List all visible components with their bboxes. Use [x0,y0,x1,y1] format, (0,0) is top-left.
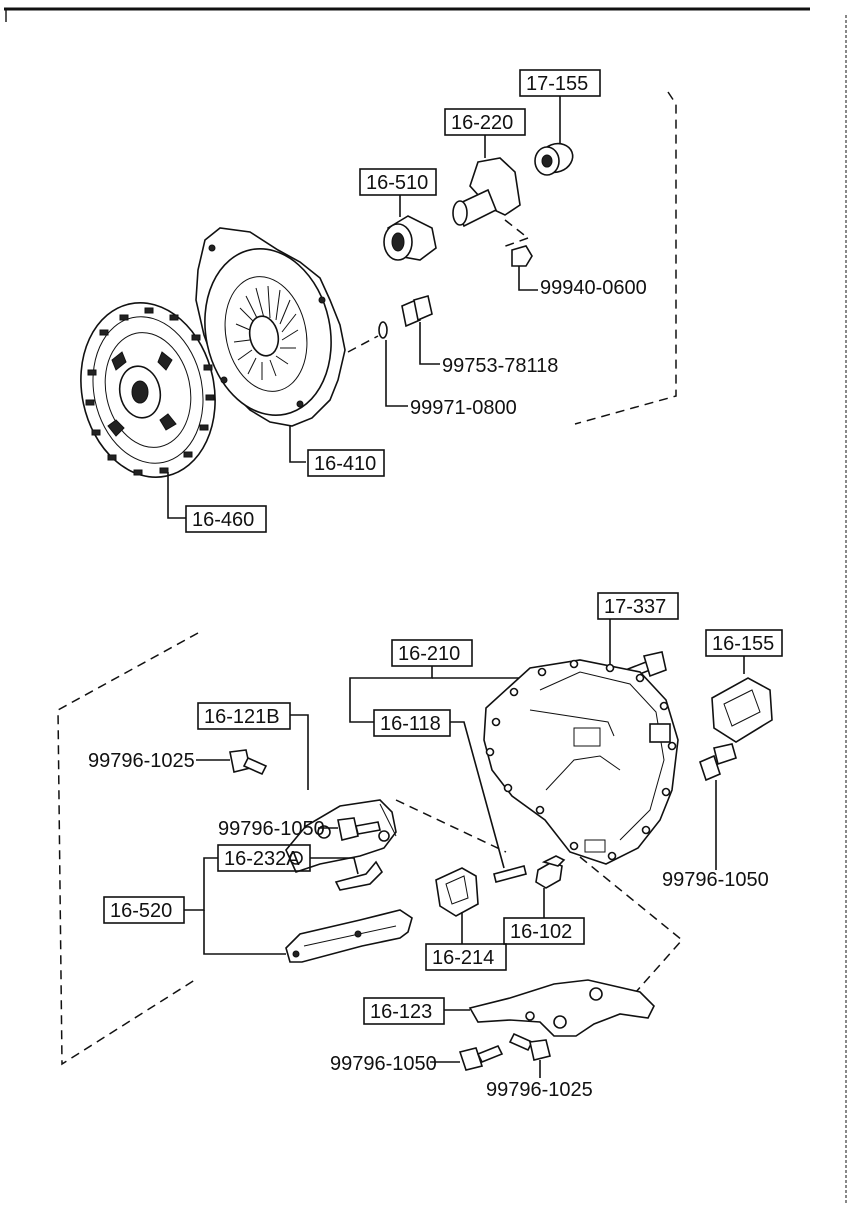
stud-16-118: 16-118 [373,709,527,883]
bolt-99796-1050-middle: 99796-1050 [218,817,381,841]
label-99940-0600: 99940-0600 [540,277,647,299]
washer-99971-0800: 99971-0800 [347,321,517,419]
bracket-16-121b: 16-121B [197,702,397,873]
label-99753-78118: 99753-78118 [442,355,558,377]
label-16-121b: 16-121B [204,706,280,728]
release-bearing-16-510: 16-510 [359,168,437,261]
release-guide-16-220: 16-220 [444,108,529,249]
housing-group: 17-337 16-155 16-210 [57,592,783,1101]
clutch-assembly-dashed-outline [574,91,677,425]
label-99796-1025-left: 99796-1025 [88,750,195,772]
label-99796-1025-bottom: 99796-1025 [486,1079,593,1101]
bolt-99796-1050-bottom: 99796-1050 [330,1044,504,1075]
release-fork-16-520: 16-520 [103,857,413,963]
clutch-cover-16-410: 16-410 [195,227,385,477]
pivot-16-102: 16-102 [503,855,585,945]
label-17-337: 17-337 [604,596,666,618]
label-99796-1050-bottom: 99796-1050 [330,1053,437,1075]
bolt-99796-1025-bottom: 99796-1025 [486,1032,593,1101]
label-16-220: 16-220 [451,112,513,134]
clip-16-232a: 16-232A [217,844,384,891]
bracket-16-123: 16-123 [363,979,655,1037]
label-box-17-337 [597,592,679,620]
clutch-group: 17-155 16-220 16-510 [80,69,677,533]
label-16-520: 16-520 [110,900,172,922]
label-box-16-410 [307,449,385,477]
label-box-16-121b [197,702,291,730]
label-16-155: 16-155 [712,633,774,655]
label-16-232a: 16-232A [224,848,300,870]
pilot-bearing-17-155: 17-155 [519,69,601,176]
boot-16-155: 16-155 [705,629,783,743]
label-box-16-510 [359,168,437,196]
housing-assembly-dashed-outline [57,632,199,1066]
nut-99940-0600: 99940-0600 [511,245,647,299]
label-box-16-460 [185,505,267,533]
label-box-16-118 [373,709,451,737]
label-99971-0800: 99971-0800 [410,397,517,419]
label-16-510: 16-510 [366,172,428,194]
bolt-99796-1025-left: 99796-1025 [88,749,268,776]
label-16-118: 16-118 [380,713,441,735]
label-16-460: 16-460 [192,509,254,531]
label-16-102: 16-102 [510,921,572,943]
label-box-16-123 [363,997,445,1025]
label-17-155: 17-155 [526,73,588,95]
label-16-214: 16-214 [432,947,494,969]
label-16-410: 16-410 [314,453,376,475]
clutch-housing-16-210: 16-210 [349,639,679,865]
bolt-99753-78118: 99753-78118 [401,294,558,377]
grommet-16-214: 16-214 [425,867,507,971]
label-box-16-214 [425,943,507,971]
label-box-16-102 [503,917,585,945]
label-99796-1050-middle: 99796-1050 [218,818,325,840]
clutch-disc-16-460: 16-460 [80,302,267,533]
bolt-99796-1050-right: 99796-1050 [662,743,769,891]
label-16-210: 16-210 [398,643,460,665]
label-16-123: 16-123 [370,1001,432,1023]
label-99796-1050-right: 99796-1050 [662,869,769,891]
